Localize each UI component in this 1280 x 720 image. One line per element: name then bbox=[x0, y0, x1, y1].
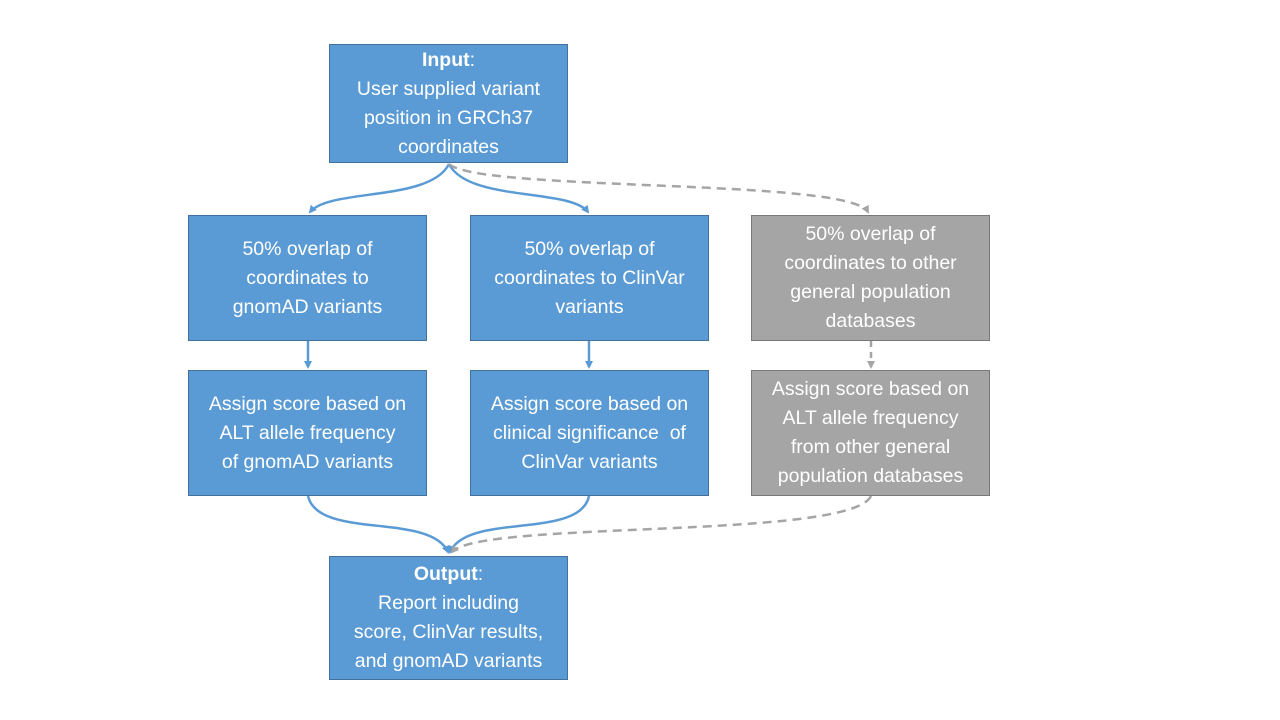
other-score-line-3: from other general bbox=[790, 436, 951, 458]
gnomad-overlap-line-3: gnomAD variants bbox=[232, 295, 383, 318]
input-box: Input: User supplied variant position in… bbox=[329, 44, 568, 163]
other-score-line-1: Assign score based on bbox=[771, 378, 970, 400]
clinvar-score-box: Assign score based on clinical significa… bbox=[470, 370, 709, 496]
connector-clinvar-score-to-output bbox=[448, 495, 591, 554]
other-overlap-line-1: 50% overlap of bbox=[805, 223, 936, 245]
input-heading: Input bbox=[421, 48, 470, 71]
connector-input-to-clinvar-overlap bbox=[447, 163, 590, 214]
output-heading: Output bbox=[413, 563, 478, 585]
gnomad-overlap-box: 50% overlap of coordinates to gnomAD var… bbox=[188, 215, 427, 341]
output-text-line-3: and gnomAD variants bbox=[354, 650, 543, 672]
input-text-line-1: User supplied variant bbox=[356, 77, 541, 100]
connector-gnomad-score-to-output bbox=[306, 495, 450, 554]
other-score-line-4: population databases bbox=[777, 465, 964, 487]
gnomad-score-box: Assign score based on ALT allele frequen… bbox=[188, 370, 427, 496]
other-databases-score-box: Assign score based on ALT allele frequen… bbox=[751, 370, 990, 496]
input-heading-line: Input: bbox=[421, 48, 476, 71]
clinvar-overlap-box: 50% overlap of coordinates to ClinVar va… bbox=[470, 215, 709, 341]
gnomad-score-line-1: Assign score based on bbox=[208, 392, 407, 415]
connector-input-to-gnomad-overlap bbox=[308, 163, 451, 214]
gnomad-score-line-2: ALT allele frequency bbox=[219, 421, 396, 444]
gnomad-overlap-line-1: 50% overlap of bbox=[242, 237, 373, 260]
clinvar-overlap-line-2: coordinates to ClinVar bbox=[494, 266, 685, 289]
output-text-line-1: Report including bbox=[378, 592, 519, 614]
output-box: Output: Report including score, ClinVar … bbox=[329, 556, 568, 680]
clinvar-overlap-line-1: 50% overlap of bbox=[524, 237, 655, 260]
connector-input-to-other-overlap bbox=[448, 162, 870, 214]
other-overlap-line-3: general population bbox=[790, 281, 951, 303]
clinvar-score-line-1: Assign score based on bbox=[490, 392, 689, 415]
other-overlap-line-2: coordinates to other bbox=[784, 252, 957, 274]
input-text-line-2: position in GRCh37 bbox=[363, 106, 534, 129]
other-score-line-2: ALT allele frequency bbox=[782, 407, 959, 429]
gnomad-overlap-line-2: coordinates to bbox=[246, 266, 369, 289]
other-overlap-line-4: databases bbox=[825, 310, 916, 332]
gnomad-score-line-3: of gnomAD variants bbox=[221, 450, 394, 473]
output-text-line-2: score, ClinVar results, bbox=[353, 621, 544, 643]
clinvar-score-line-2: clinical significance of bbox=[493, 421, 686, 444]
input-text-line-3: coordinates bbox=[398, 135, 499, 158]
clinvar-score-line-3: ClinVar variants bbox=[521, 450, 658, 473]
other-databases-overlap-box: 50% overlap of coordinates to other gene… bbox=[751, 215, 990, 341]
output-heading-line: Output: bbox=[413, 563, 484, 585]
connector-other-score-to-output bbox=[450, 495, 873, 554]
clinvar-overlap-line-3: variants bbox=[555, 295, 624, 318]
